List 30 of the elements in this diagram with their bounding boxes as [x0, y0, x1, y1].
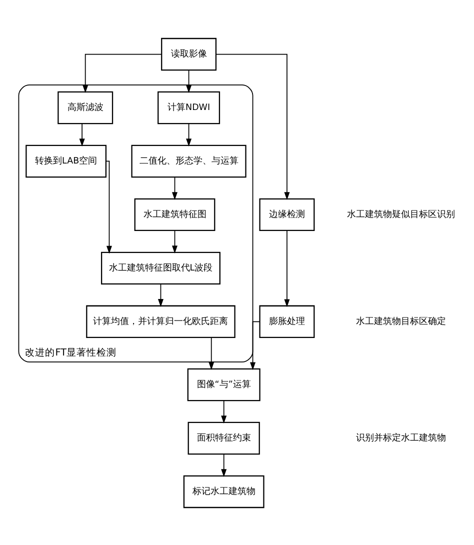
node-box: 水工建筑特征图 [134, 198, 216, 231]
node-box: 水工建筑特征图取代L波段 [101, 251, 220, 284]
arrow [284, 230, 290, 307]
node-box: 计算均值，并计算归一化欧氏距离 [86, 304, 236, 338]
arrow [186, 69, 192, 93]
node-box: 计算NDWI [158, 90, 220, 124]
arrow [216, 53, 290, 200]
label: 识别并标定水工建筑物 [356, 432, 446, 443]
arrow [82, 53, 162, 93]
arrow [250, 320, 260, 370]
node-box: 标记水工建筑物 [183, 474, 264, 508]
arrow [221, 453, 227, 476]
node-box: 转换到LAB空间 [26, 144, 107, 178]
label: 水工建筑物目标区确定 [356, 316, 446, 326]
arrow [208, 336, 214, 370]
node-box: 读取影像 [161, 37, 217, 70]
arrow [79, 122, 85, 146]
node-box: 膨胀处理 [259, 304, 315, 338]
arrow [172, 176, 178, 200]
node-box: 图像“与”运算 [187, 368, 260, 401]
arrow [221, 400, 227, 424]
label: 水工建筑物疑似目标区识别 [346, 209, 455, 220]
arrow [158, 283, 164, 306]
arrow [106, 160, 112, 254]
node-box: 二值化、形态学、与运算 [131, 144, 246, 178]
node-box: 边缘检测 [259, 198, 315, 231]
arrow [186, 122, 192, 146]
node-box: 面积特征约束 [188, 421, 260, 454]
arrow [172, 230, 178, 253]
node-box: 高斯滤波 [58, 90, 114, 124]
